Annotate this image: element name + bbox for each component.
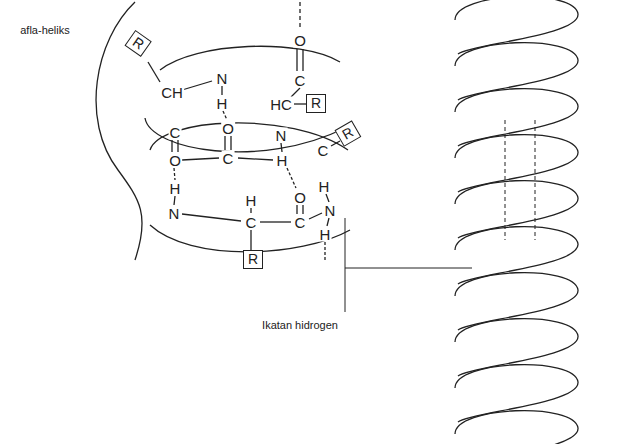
atom-symbol: O: [293, 190, 307, 205]
atom-symbol: H: [169, 181, 182, 196]
r-group-box: R: [124, 30, 152, 57]
atom-symbol: HC: [269, 97, 293, 112]
atom-symbol: H: [276, 153, 289, 168]
caption-label: Ikatan hidrogen: [261, 320, 339, 331]
backbone-curves: [96, 2, 350, 260]
r-group-text: R: [248, 251, 258, 267]
coil-turn: [455, 365, 578, 422]
atom-symbol: CH: [160, 85, 184, 100]
coil-turn: [455, 135, 578, 192]
coil-turn: [455, 43, 578, 100]
r-group-box: R: [243, 250, 263, 269]
coil-turn: [455, 273, 578, 330]
atom-symbol: C: [245, 215, 258, 230]
helix-coil: [455, 0, 578, 444]
coil-turn: [455, 227, 578, 284]
atom-symbol: N: [216, 71, 229, 86]
coil-turn: [455, 319, 578, 376]
atom-symbol: O: [293, 33, 307, 48]
r-group-box: R: [335, 120, 362, 147]
atom-symbol: C: [169, 125, 182, 140]
atom-symbol: O: [221, 121, 235, 136]
coil-turn: [455, 181, 578, 238]
atom-symbol: O: [168, 153, 182, 168]
atom-symbol: C: [294, 73, 307, 88]
atom-symbol: H: [318, 179, 331, 194]
coil-turn: [455, 411, 578, 444]
caption-label: afla-heliks: [19, 25, 71, 36]
bond-lines: [148, 2, 340, 262]
leader-lines: [345, 218, 472, 312]
r-group-box: R: [306, 94, 326, 113]
atom-symbol: C: [317, 143, 330, 158]
atom-symbol: C: [222, 151, 235, 166]
atom-symbol: C: [294, 215, 307, 230]
coil-turn: [455, 89, 578, 146]
hydrogen-bond-dashes: [505, 120, 535, 240]
r-group-text: R: [311, 95, 321, 111]
r-group-text: R: [130, 34, 147, 53]
atom-symbol: N: [324, 203, 337, 218]
r-group-text: R: [339, 124, 356, 143]
atom-symbol: H: [245, 193, 258, 208]
atom-symbol: N: [275, 128, 288, 143]
atom-symbol: H: [319, 227, 332, 242]
atom-symbol: H: [216, 96, 229, 111]
atom-symbol: N: [168, 206, 181, 221]
